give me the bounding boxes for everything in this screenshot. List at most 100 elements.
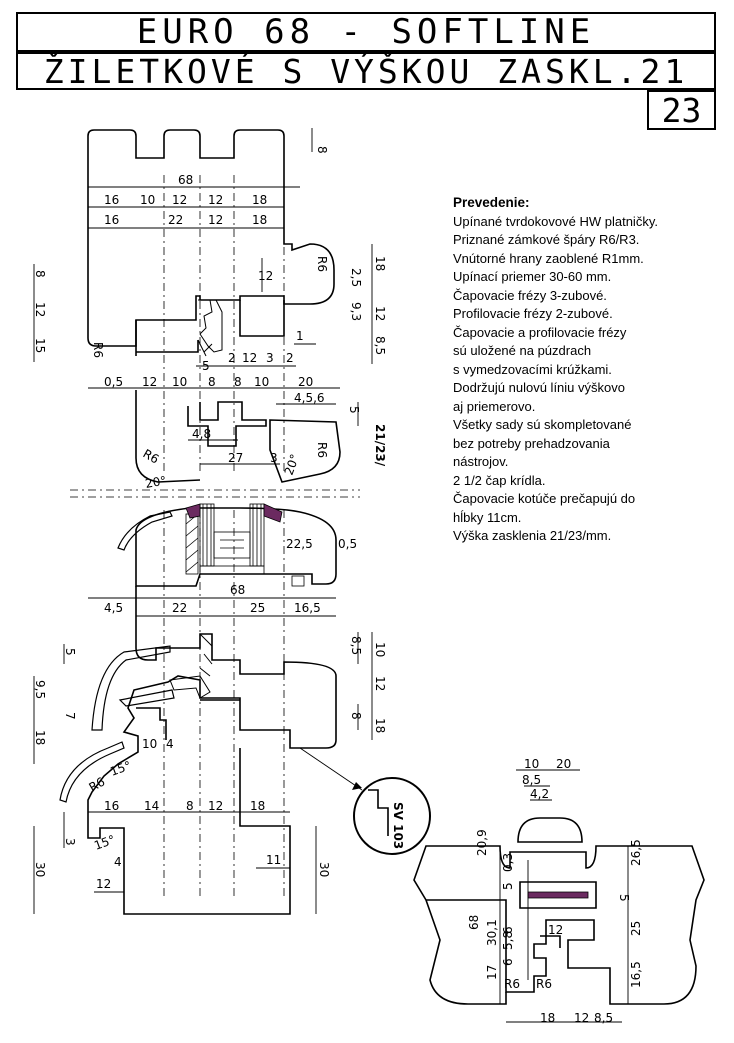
dim: 8: [208, 375, 216, 389]
dim: 15°: [108, 758, 133, 778]
dim: 8: [186, 799, 194, 813]
dim: 10: [142, 737, 157, 751]
title-line-1: EURO 68 - SOFTLINE: [16, 12, 716, 52]
dim: 20°: [144, 473, 167, 490]
dim: 30: [317, 862, 331, 877]
dim: 5: [202, 359, 210, 373]
dim: 68: [178, 173, 193, 187]
dim: 12: [258, 269, 273, 283]
dim: 3: [266, 351, 274, 365]
dim: 8: [349, 712, 363, 720]
notes-line: Čapovacie frézy 3-zubové.: [453, 287, 607, 303]
notes-line: Čapovacie a profilovacie frézy: [453, 324, 627, 340]
dim: 4,5,6: [294, 391, 325, 405]
dim: 10: [140, 193, 155, 207]
dim: 16,5: [629, 961, 643, 988]
dim: 12: [96, 877, 111, 891]
dim: 6: [501, 926, 515, 934]
notes-line: hĺbky 11cm.: [453, 509, 522, 525]
dim: 0,3: [501, 853, 515, 872]
dim: 8,5: [349, 636, 363, 655]
seal-gaskets: [185, 503, 283, 523]
dim: 10: [373, 642, 387, 657]
dim: 12: [172, 193, 187, 207]
dim: 5: [347, 406, 361, 414]
sash-hatch-top: [197, 299, 223, 357]
dim: 0,5: [104, 375, 123, 389]
notes-line: Priznané zámkové špáry R6/R3.: [453, 232, 640, 247]
dim: 5: [63, 648, 77, 656]
dim: 21/23/: [373, 424, 387, 467]
title-line-2: ŽILETKOVÉ S VÝŠKOU ZASKL.21: [16, 52, 716, 90]
dim: 8: [234, 375, 242, 389]
notes-line: nástrojov.: [453, 454, 509, 469]
notes-line: 2 1/2 čap krídla.: [453, 472, 546, 488]
sv103-detail-circle: [352, 777, 431, 855]
dim: 16: [104, 213, 119, 227]
dim: 16,5: [294, 601, 321, 615]
sash-profile-top: [87, 129, 341, 483]
dim: 15°: [92, 832, 117, 852]
notes-line: Čapovacie kotúče prečapujú do: [453, 491, 636, 506]
dim: 20: [298, 375, 313, 389]
dim: 30,1: [485, 919, 499, 946]
dim: 5: [617, 894, 631, 902]
dim: 16: [104, 193, 119, 207]
dim: R6: [141, 446, 162, 466]
dim: 8: [33, 270, 47, 278]
dim: 18: [250, 799, 265, 813]
dim: R6: [315, 256, 329, 272]
dim: 9,5: [33, 680, 47, 699]
dim: 8,5: [522, 773, 541, 787]
dim: R6: [504, 977, 520, 991]
dim: 18: [252, 193, 267, 207]
dim: 25: [629, 921, 643, 936]
dim: R6: [536, 977, 552, 991]
dim: 5: [501, 882, 515, 890]
notes-line: bez potreby prehadzovania: [453, 435, 610, 451]
notes-panel: Prevedenie: Upínané tvrdokovové HW platn…: [453, 194, 723, 546]
dim: 22: [172, 601, 187, 615]
dim: 2: [228, 351, 236, 365]
dim: 12: [142, 375, 157, 389]
dim: 2,5: [349, 268, 363, 287]
dim: 12: [548, 923, 563, 937]
dim: 68: [467, 915, 481, 930]
dim: R6: [91, 342, 105, 358]
sv103-label: SV 103: [391, 802, 405, 849]
dim: 12: [242, 351, 257, 365]
dim: 5,8: [501, 931, 515, 950]
frame-section-bottom-right: [413, 817, 705, 1005]
dim: 20,9: [475, 829, 489, 856]
notes-line: sú uložené na púzdrach: [453, 343, 592, 358]
dim: 12: [33, 302, 47, 317]
glazing-bead: [59, 511, 175, 803]
dim: 17: [485, 965, 499, 980]
notes-line: Výška zasklenia 21/23/mm.: [453, 528, 612, 543]
dim: 26,5: [629, 839, 643, 866]
notes-heading: Prevedenie:: [453, 195, 530, 210]
dim: 27: [228, 451, 243, 465]
dim: 20: [556, 757, 571, 771]
dim: 3: [63, 838, 77, 846]
dim: 8,5: [373, 336, 387, 355]
dimension-labels: 8 68 16 10 12 12 18 16 22 12 18 12 R6 R6…: [33, 146, 643, 1025]
dim: 15: [33, 338, 47, 353]
dim: R6: [87, 774, 108, 794]
dim: 25: [250, 601, 265, 615]
dim: 10: [172, 375, 187, 389]
dim: 18: [252, 213, 267, 227]
dim: 12: [574, 1011, 589, 1025]
dim: R6: [315, 442, 329, 458]
dim: 7: [63, 712, 77, 720]
dim: 4,8: [192, 427, 211, 441]
dim: 1: [296, 329, 304, 343]
dim: 3: [270, 451, 278, 465]
dim: 18: [540, 1011, 555, 1025]
dim: 0,5: [338, 537, 357, 551]
dim: 22: [168, 213, 183, 227]
notes-line: Všetky sady sú skompletované: [453, 417, 632, 432]
notes-line: Vnútorné hrany zaoblené R1mm.: [453, 250, 644, 266]
dash-centerlines: [70, 175, 360, 900]
dim: 4,2: [530, 787, 549, 801]
